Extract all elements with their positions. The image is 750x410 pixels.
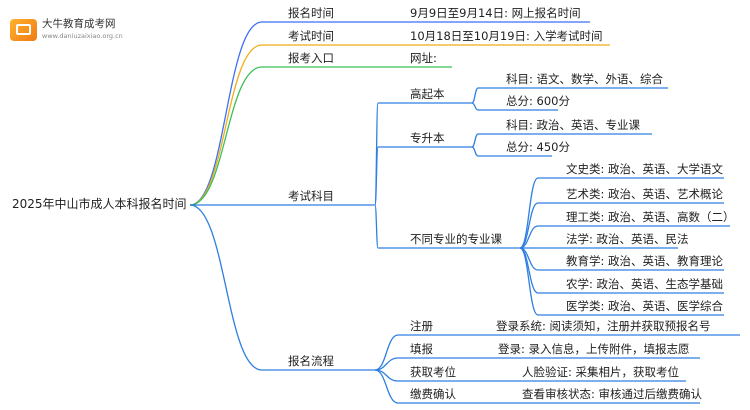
branch-label: 报考入口: [288, 51, 334, 65]
process-step-label: 缴费确认: [410, 387, 456, 401]
connector-lines: [189, 21, 740, 404]
branch-detail: 10月18日至10月19日: 入学考试时间: [410, 29, 603, 43]
subject-item: 艺术类: 政治、英语、艺术概论: [566, 187, 724, 201]
subject-item-connector: [471, 146, 479, 157]
branch-detail: 网址:: [410, 51, 437, 65]
subject-item: 理工类: 政治、英语、高数（二）: [566, 210, 735, 224]
branch-connector: [189, 204, 263, 371]
process-step-detail: 查看审核状态: 审核通过后缴费确认: [522, 387, 703, 401]
subject-item-connector: [519, 247, 539, 316]
logo-site-name: 大牛教育成考网: [42, 18, 116, 30]
subject-item: 医学类: 政治、英语、医学综合: [566, 299, 724, 313]
process-connector: [374, 334, 399, 371]
process-step-detail: 登录: 录入信息，上传附件，填报志愿: [498, 342, 690, 356]
branch-label: 报名时间: [288, 6, 334, 20]
subject-item-connector: [471, 102, 479, 111]
branch-connector: [189, 21, 263, 206]
logo-site-url: www.daniuzaixiao.org.cn: [42, 32, 123, 40]
process-connector: [374, 369, 399, 404]
subject-item: 农学: 政治、英语、生态学基础: [566, 277, 724, 291]
subject-group-label: 不同专业的专业课: [410, 232, 502, 246]
subject-group-label: 高起本: [410, 87, 445, 101]
branch-label: 考试时间: [288, 29, 334, 43]
book-logo-icon: [10, 19, 37, 41]
branch-label: 考试科目: [288, 189, 334, 203]
subject-item: 法学: 政治、英语、民法: [566, 232, 689, 246]
subject-item-connector: [519, 202, 539, 249]
subject-group-label: 专升本: [410, 131, 445, 145]
branch-connector: [189, 44, 263, 206]
subject-connector: [374, 204, 379, 249]
process-step-label: 填报: [410, 342, 433, 356]
subject-item: 科目: 语文、数学、外语、综合: [506, 72, 664, 86]
subject-item: 总分: 450分: [506, 140, 570, 154]
root-topic: 2025年中山市成人本科报名时间: [12, 197, 187, 211]
subject-item: 科目: 政治、英语、专业课: [506, 118, 641, 132]
process-step-label: 获取考位: [410, 365, 456, 379]
subject-item: 教育学: 政治、英语、教育理论: [566, 254, 724, 268]
process-step-label: 注册: [410, 319, 433, 333]
subject-item: 文史类: 政治、英语、大学语文: [566, 162, 724, 176]
process-step-detail: 人脸验证: 采集相片，获取考位: [522, 365, 680, 379]
subject-connector: [374, 146, 379, 206]
process-step-detail: 登录系统: 阅读须知，注册并获取预报名号: [496, 319, 711, 333]
branch-connector: [189, 66, 263, 206]
subject-item: 总分: 600分: [506, 94, 570, 108]
branch-label: 报名流程: [288, 354, 334, 368]
subject-item-connector: [471, 133, 479, 148]
branch-detail: 9月9日至9月14日: 网上报名时间: [410, 6, 581, 20]
subject-item-connector: [471, 87, 479, 104]
site-logo: 大牛教育成考网 www.daniuzaixiao.org.cn: [10, 17, 125, 45]
